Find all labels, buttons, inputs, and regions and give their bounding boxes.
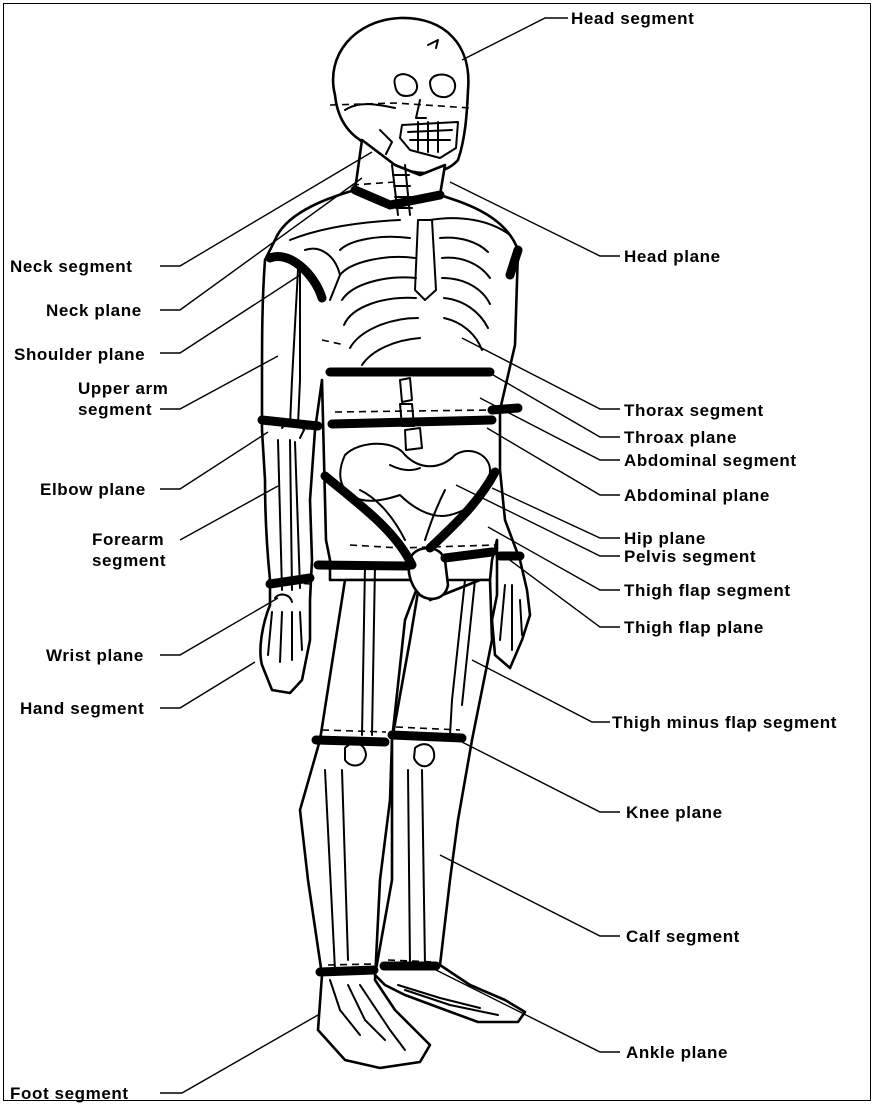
leader-calf-segment: [440, 855, 620, 936]
label-elbow-plane: Elbow plane: [40, 480, 146, 499]
elbow-band-right: [492, 408, 518, 410]
label-neck-plane: Neck plane: [46, 301, 142, 320]
label-ankle-plane: Ankle plane: [626, 1043, 728, 1062]
leader-upper-arm: [160, 356, 278, 409]
label-calf-segment: Calf segment: [626, 927, 740, 946]
leader-elbow-plane: [160, 432, 268, 489]
label-head-plane: Head plane: [624, 247, 721, 266]
leader-abdominal-plane: [487, 428, 620, 495]
label-thorax-segment: Thorax segment: [624, 401, 764, 420]
label-shoulder-plane: Shoulder plane: [14, 345, 145, 364]
label-upper-arm-line2: segment: [78, 400, 152, 419]
label-throax-plane: Throax plane: [624, 428, 737, 447]
label-knee-plane: Knee plane: [626, 803, 723, 822]
leader-hand-segment: [160, 662, 255, 708]
label-thigh-flap-plane: Thigh flap plane: [624, 618, 764, 637]
leader-foot-segment: [160, 1015, 318, 1093]
label-thigh-flap-segment: Thigh flap segment: [624, 581, 791, 600]
leader-forearm-segment: [180, 486, 278, 540]
label-upper-arm-line1: Upper arm: [78, 379, 168, 398]
abdomen-band: [332, 420, 492, 424]
label-wrist-plane: Wrist plane: [46, 646, 144, 665]
label-hip-plane: Hip plane: [624, 529, 706, 548]
label-abdominal-plane: Abdominal plane: [624, 486, 770, 505]
label-foot-segment: Foot segment: [10, 1084, 129, 1103]
label-neck-segment: Neck segment: [10, 257, 132, 276]
label-forearm-line2: segment: [92, 551, 166, 570]
label-hand-segment: Hand segment: [20, 699, 144, 718]
label-abdominal-segment: Abdominal segment: [624, 451, 797, 470]
leader-knee-plane: [462, 742, 620, 812]
leader-head-segment: [462, 18, 568, 60]
label-thigh-minus-flap-segment: Thigh minus flap segment: [612, 713, 837, 732]
leader-thigh-minus-flap: [472, 660, 610, 722]
label-forearm-line1: Forearm: [92, 530, 164, 549]
label-head-segment: Head segment: [571, 9, 694, 28]
label-pelvis-segment: Pelvis segment: [624, 547, 756, 566]
